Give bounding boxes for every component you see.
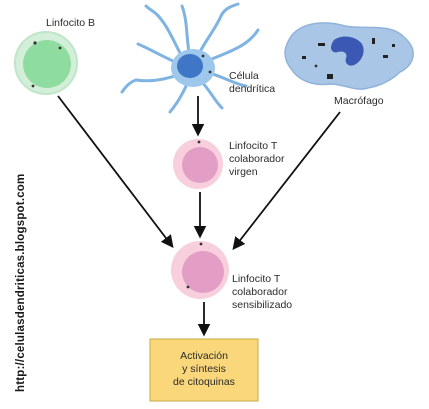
cytokine-result-box: Activación y síntesis de citoquinas xyxy=(149,338,259,402)
macrophage-label: Macrófago xyxy=(334,95,384,107)
macrophage xyxy=(284,22,414,90)
sensitized-t-cell-label-line-3: sensibilizado xyxy=(232,299,292,311)
naive-t-cell-label-line-3: virgen xyxy=(229,166,258,178)
arrow-macrophage-to-sensitized xyxy=(232,111,341,250)
dendritic-cell-label-line-1: Célula xyxy=(229,70,259,82)
result-box-line-2: y síntesis xyxy=(182,363,226,375)
arrow-b-cell-to-sensitized xyxy=(57,95,174,249)
naive-t-cell xyxy=(173,139,223,189)
naive-t-cell-label-line-2: colaborador xyxy=(229,153,285,165)
b-cell xyxy=(14,31,78,95)
sensitized-t-cell-label-line-1: Linfocito T xyxy=(232,273,281,285)
naive-t-cell-label-line-1: Linfocito T xyxy=(229,140,278,152)
result-box-line-1: Activación xyxy=(180,350,228,362)
watermark-url: http://celulasdendriticas.blogspot.com xyxy=(15,173,27,392)
arrows xyxy=(57,95,341,337)
sensitized-t-cell xyxy=(171,241,229,299)
sensitized-t-cell-label-line-2: colaborador xyxy=(232,286,288,298)
dendritic-cell-label-line-2: dendrítica xyxy=(229,83,275,95)
dendritic-cell xyxy=(120,2,260,114)
result-box-line-3: de citoquinas xyxy=(173,376,235,388)
b-cell-label: Linfocito B xyxy=(46,17,95,29)
